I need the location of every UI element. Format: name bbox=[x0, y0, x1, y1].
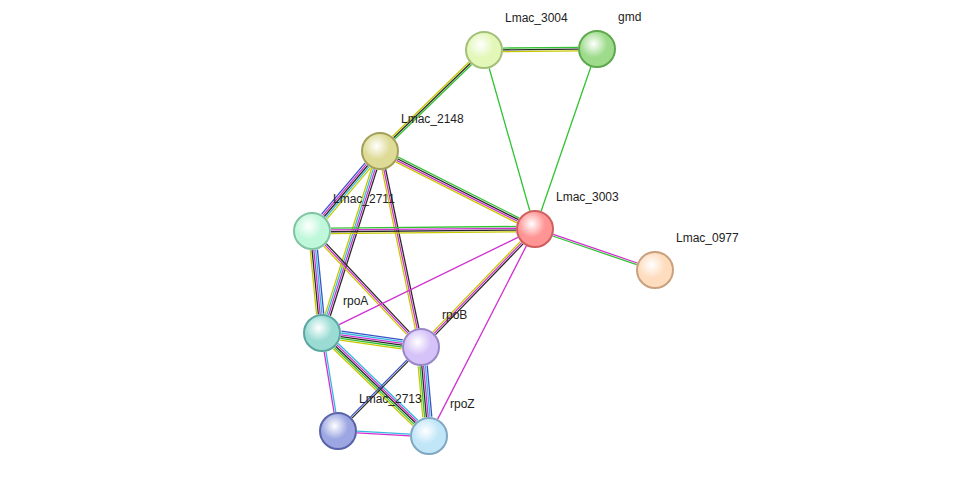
interaction-edge bbox=[489, 68, 530, 210]
protein-node: Lmac_2711 bbox=[293, 212, 331, 250]
evidence-line bbox=[327, 169, 373, 315]
protein-node: rpoZ bbox=[410, 417, 448, 455]
evidence-line bbox=[340, 338, 401, 347]
evidence-line bbox=[326, 244, 409, 332]
evidence-line bbox=[352, 361, 408, 418]
evidence-line bbox=[325, 168, 371, 314]
protein-label: Lmac_3004 bbox=[505, 11, 568, 25]
interaction-edge bbox=[357, 431, 410, 436]
evidence-line bbox=[351, 360, 407, 417]
evidence-line bbox=[331, 232, 516, 234]
evidence-line bbox=[339, 237, 518, 324]
evidence-line bbox=[336, 346, 416, 423]
evidence-line bbox=[503, 50, 578, 52]
evidence-line bbox=[324, 352, 334, 412]
protein-label: Lmac_2713 bbox=[359, 392, 422, 406]
interaction-edge bbox=[322, 163, 371, 219]
evidence-line bbox=[322, 163, 365, 214]
protein-node: Lmac_0977 bbox=[636, 251, 674, 289]
protein-label: Lmac_3003 bbox=[556, 190, 619, 204]
evidence-line bbox=[433, 241, 521, 332]
protein-node: Lmac_2713 bbox=[319, 412, 357, 450]
evidence-line bbox=[397, 160, 518, 221]
evidence-line bbox=[553, 236, 637, 265]
interaction-edge bbox=[553, 234, 638, 264]
evidence-line bbox=[541, 67, 591, 211]
protein-node: rpoB bbox=[402, 328, 440, 366]
interaction-edge bbox=[438, 246, 527, 419]
interaction-edge bbox=[433, 241, 523, 334]
evidence-line bbox=[398, 157, 519, 218]
protein-node: Lmac_3003 bbox=[516, 210, 554, 248]
evidence-line bbox=[340, 340, 401, 349]
evidence-line bbox=[334, 347, 414, 424]
evidence-line bbox=[310, 250, 316, 314]
protein-label: rpoZ bbox=[450, 397, 475, 411]
evidence-line bbox=[503, 49, 578, 51]
interaction-edge bbox=[331, 226, 516, 233]
protein-node: rpoA bbox=[303, 314, 341, 352]
evidence-line bbox=[489, 68, 530, 210]
interaction-edge bbox=[339, 237, 518, 324]
protein-node: Lmac_2148 bbox=[361, 132, 399, 170]
evidence-line bbox=[326, 352, 336, 412]
evidence-line bbox=[392, 62, 469, 137]
interaction-edge bbox=[541, 67, 591, 211]
evidence-line bbox=[325, 245, 408, 333]
interaction-edge bbox=[310, 250, 323, 315]
protein-label: gmd bbox=[618, 10, 641, 24]
evidence-line bbox=[438, 246, 527, 419]
evidence-line bbox=[553, 234, 637, 263]
evidence-line bbox=[418, 366, 423, 417]
evidence-line bbox=[434, 243, 522, 334]
protein-node: Lmac_3004 bbox=[465, 31, 503, 69]
protein-label: Lmac_0977 bbox=[676, 231, 739, 245]
protein-node: gmd bbox=[578, 30, 616, 68]
interaction-edge bbox=[418, 366, 432, 418]
evidence-line bbox=[357, 433, 410, 436]
protein-label: rpoA bbox=[343, 294, 368, 308]
interaction-edge bbox=[392, 62, 471, 139]
protein-label: Lmac_2711 bbox=[333, 192, 395, 206]
evidence-line bbox=[395, 65, 472, 140]
evidence-line bbox=[435, 244, 523, 335]
interaction-edge bbox=[351, 360, 409, 418]
evidence-line bbox=[323, 164, 366, 215]
protein-label: rpoB bbox=[442, 308, 467, 322]
interaction-edge bbox=[324, 352, 336, 413]
evidence-line bbox=[397, 159, 518, 220]
evidence-line bbox=[396, 162, 517, 223]
evidence-line bbox=[394, 63, 471, 138]
evidence-line bbox=[503, 47, 578, 49]
protein-label: Lmac_2148 bbox=[401, 112, 464, 126]
interaction-edge bbox=[340, 331, 403, 349]
interaction-edge bbox=[503, 47, 578, 51]
interaction-edge bbox=[396, 157, 519, 223]
evidence-line bbox=[330, 170, 376, 316]
